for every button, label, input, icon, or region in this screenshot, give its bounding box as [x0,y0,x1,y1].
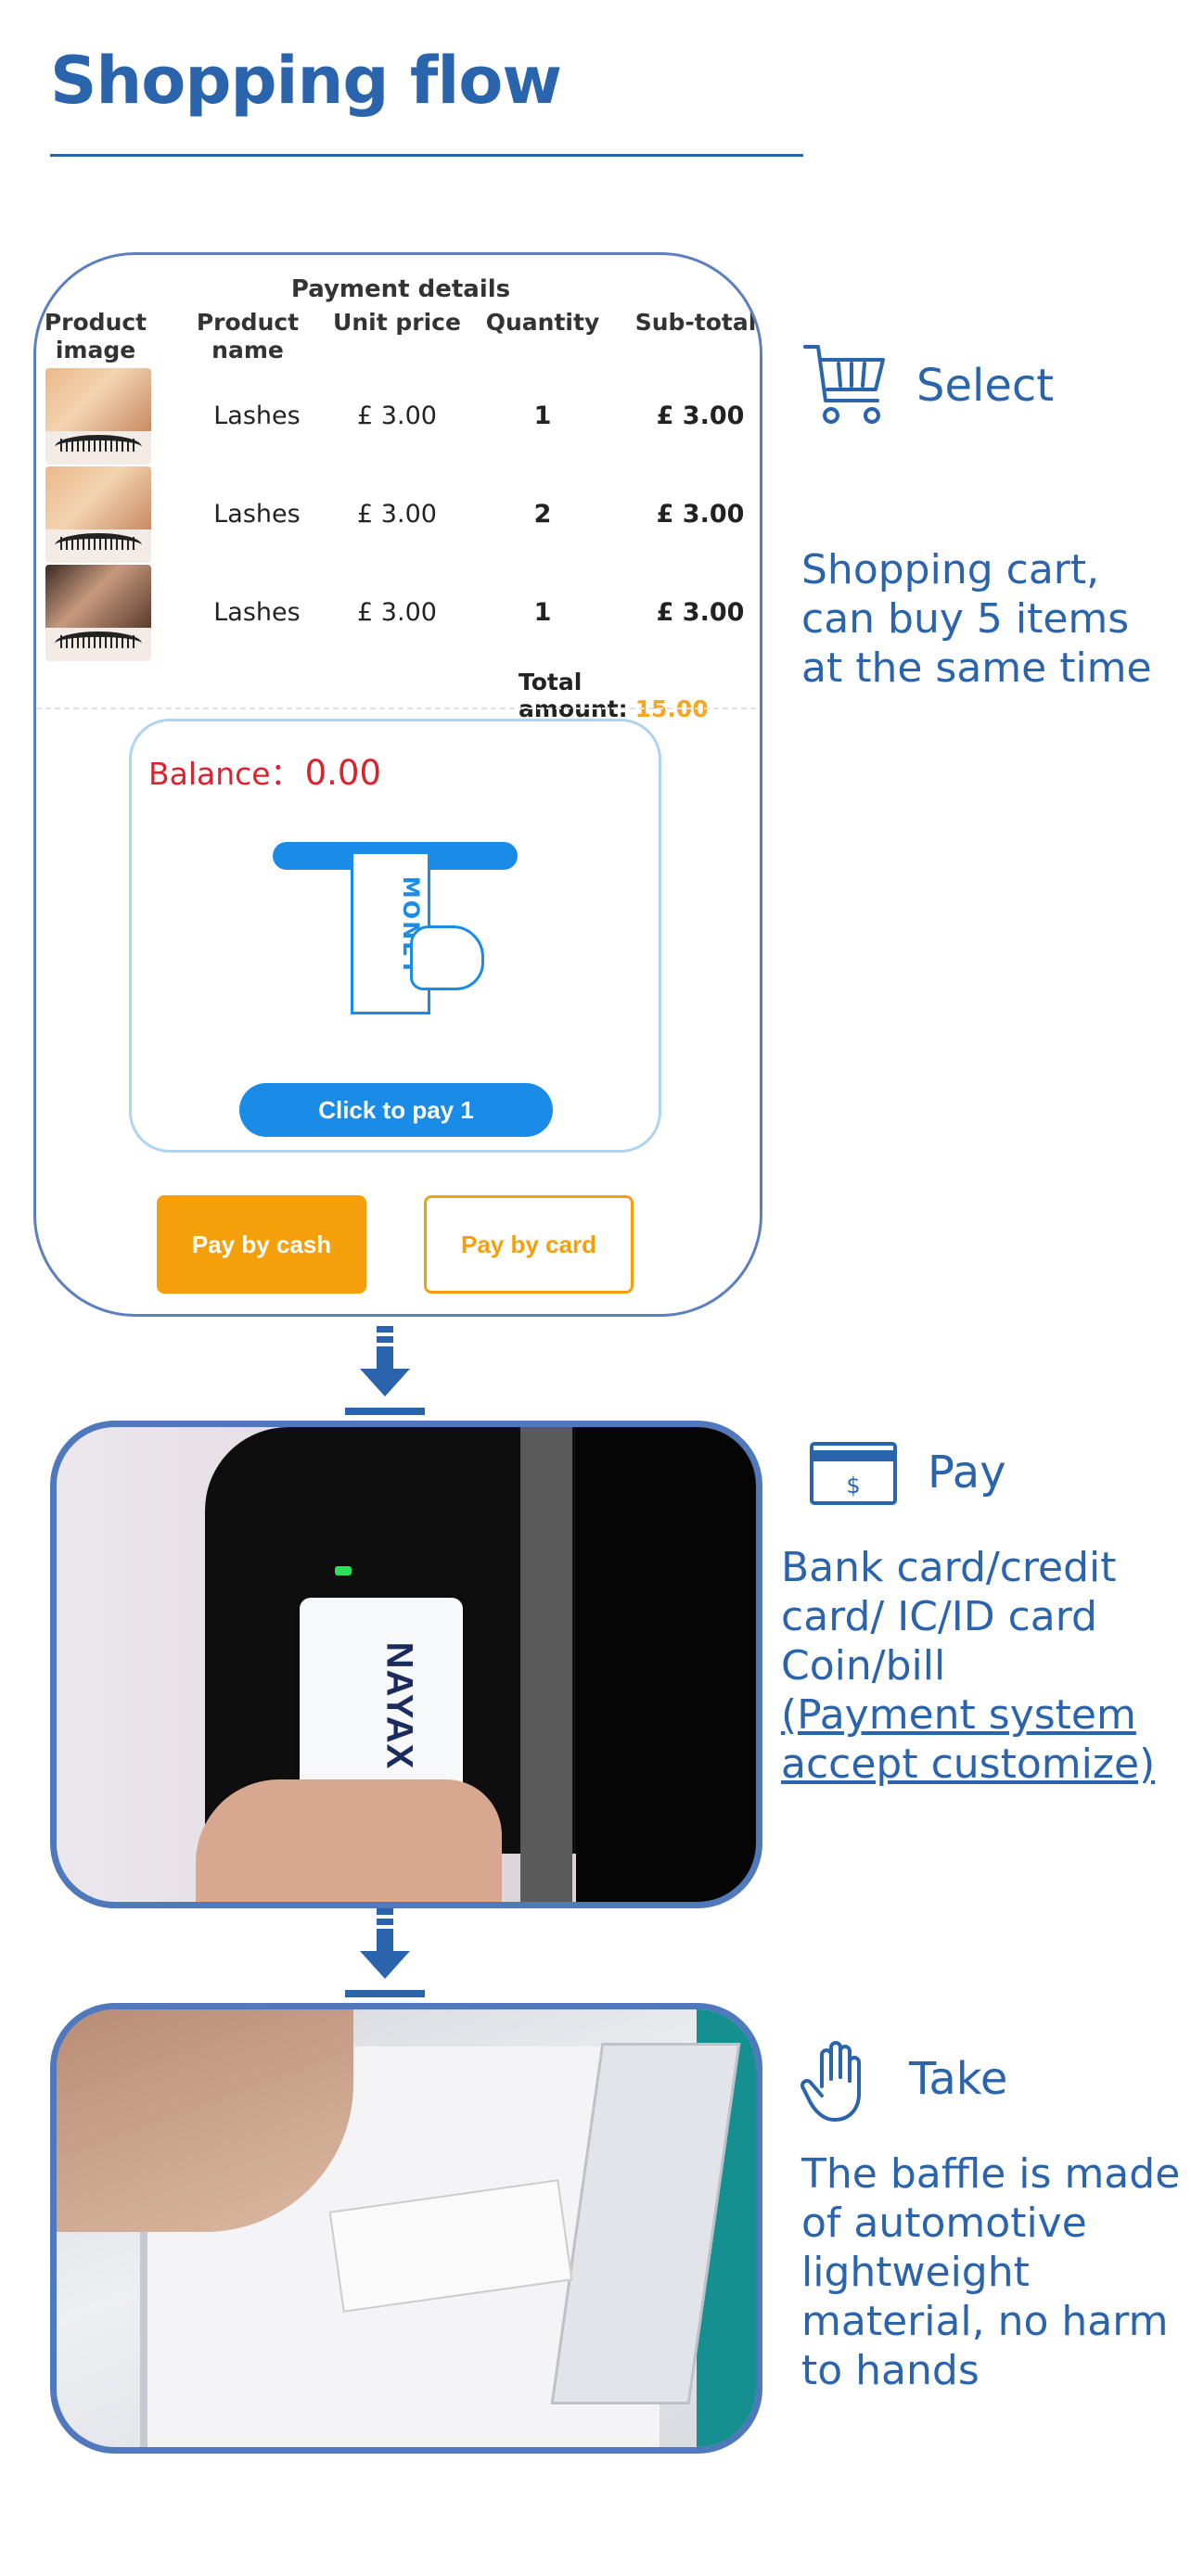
payment-customize-note: (Payment system accept customize) [781,1691,1156,1788]
cart-screen: Payment details Product image Product na… [33,252,762,1317]
page-title: Shopping flow [50,43,562,119]
product-thumbnail [45,368,151,465]
pay-by-cash-button[interactable]: Pay by cash [157,1195,366,1294]
unit-price: £ 3.00 [357,598,437,627]
quantity: 1 [533,402,552,430]
unit-price: £ 3.00 [357,402,437,430]
card-payment-photo: NAYAX [50,1421,762,1908]
reader-led [335,1566,352,1575]
column-quantity: Quantity [485,309,600,336]
column-subtotal: Sub-total [634,309,757,336]
step-pay-description: Bank card/credit card/ IC/ID card Coin/b… [781,1543,1161,1789]
subtotal: £ 3.00 [656,598,745,627]
nayax-card: NAYAX [300,1598,463,1813]
hand-icon [800,2041,861,2122]
product-thumbnail [45,466,151,563]
step-pay-title: Pay [928,1447,1006,1498]
payment-coin-bill: Coin/bill [781,1642,946,1690]
section-divider [36,708,760,709]
subtotal: £ 3.00 [656,402,745,430]
down-arrow-icon [345,1908,425,1997]
cart-row: Lashes £ 3.00 1 £ 3.00 [36,368,760,466]
step-take-description: The baffle is made of automotive lightwe… [801,2150,1181,2394]
cart-row: Lashes £ 3.00 2 £ 3.00 [36,466,760,565]
svg-text:$: $ [846,1473,860,1498]
hand-holding-card [196,1779,502,1902]
product-name: Lashes [213,402,301,430]
cart-row: Lashes £ 3.00 1 £ 3.00 [36,565,760,663]
title-divider [50,154,803,157]
unit-price: £ 3.00 [357,500,437,529]
total-amount: Total amount:15.00 [519,669,760,722]
shopping-cart-icon [803,345,885,424]
inserting-hand-icon [410,925,484,990]
balance: Balance：0.00 [148,749,381,794]
click-to-pay-button[interactable]: Click to pay 1 [239,1083,553,1137]
total-label: Total amount: [519,669,628,722]
step-select-description: Shopping cart, can buy 5 items at the sa… [801,546,1152,692]
pay-by-card-button[interactable]: Pay by card [424,1195,634,1294]
balance-label: Balance： [148,756,301,792]
card-brand-text: NAYAX [378,1641,420,1770]
column-product-image: Product image [44,309,147,363]
payment-methods: Bank card/credit card/ IC/ID card [781,1544,1117,1640]
pickup-tray-photo [50,2003,762,2454]
column-product-name: Product name [196,309,300,363]
product-name: Lashes [213,500,301,529]
column-unit-price: Unit price [333,309,461,336]
product-name: Lashes [213,598,301,627]
product-thumbnail [45,565,151,661]
step-take-title: Take [909,2053,1008,2105]
step-select-title: Select [916,360,1055,412]
quantity: 2 [533,500,552,529]
quantity: 1 [533,598,552,627]
payment-box: Balance：0.00 MONEY Click to pay 1 [129,719,661,1153]
reader-rail [520,1427,572,1902]
balance-value: 0.00 [304,753,382,793]
subtotal: £ 3.00 [656,500,745,529]
down-arrow-icon [345,1326,425,1415]
payment-details-title: Payment details [290,275,511,303]
payment-card-icon: $ [810,1442,897,1505]
